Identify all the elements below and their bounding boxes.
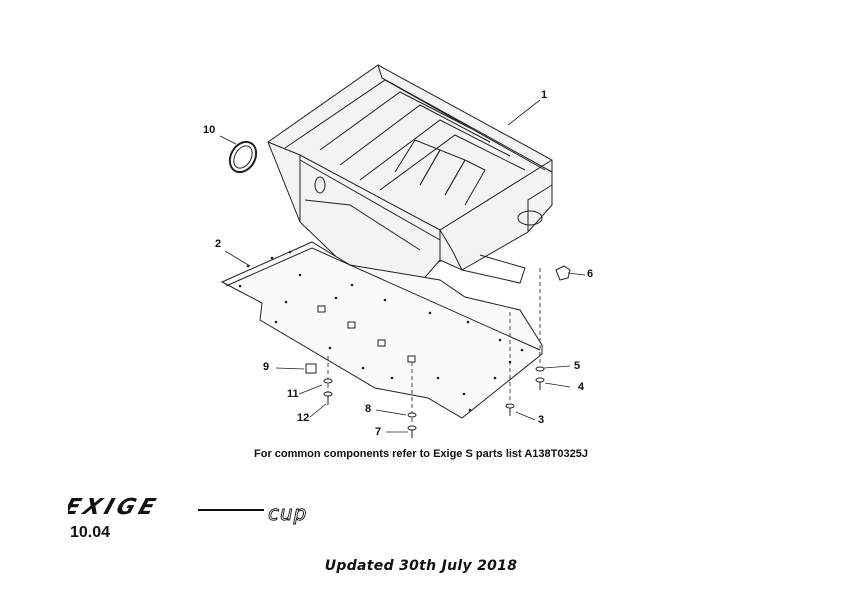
fastener-11 — [323, 378, 333, 384]
callout-7: 7 — [375, 426, 382, 438]
fastener-12 — [323, 391, 333, 405]
seal-ring — [228, 140, 258, 174]
callout-8: 8 — [365, 403, 372, 415]
callout-4: 4 — [578, 381, 585, 393]
callout-11: 11 — [287, 388, 299, 400]
exige-cup-logo: EXIGE cup — [68, 495, 307, 526]
logo-exige-text: EXIGE — [68, 495, 162, 520]
fastener-7 — [407, 425, 417, 438]
parts-list-note: For common components refer to Exige S p… — [254, 448, 588, 460]
updated-date: Updated 30th July 2018 — [324, 558, 518, 574]
callout-2: 2 — [215, 238, 222, 250]
fastener-8 — [407, 412, 417, 418]
fastener-4 — [535, 377, 545, 390]
undertray-panel — [220, 241, 543, 419]
callout-1: 1 — [541, 89, 548, 101]
callout-3: 3 — [538, 414, 545, 426]
callout-12: 12 — [297, 412, 310, 424]
logo-cup-text: cup — [268, 501, 307, 525]
callout-10: 10 — [203, 124, 216, 136]
exploded-parts-diagram — [219, 64, 586, 438]
callout-9: 9 — [263, 361, 270, 373]
callout-5: 5 — [574, 360, 581, 372]
rear-frame-assembly — [267, 64, 553, 284]
fastener-3 — [505, 403, 515, 416]
fastener-5 — [535, 366, 545, 372]
fastener-9 — [305, 363, 317, 374]
fastener-6 — [555, 265, 571, 281]
callout-6: 6 — [587, 268, 594, 280]
page-number: 10.04 — [70, 524, 111, 541]
